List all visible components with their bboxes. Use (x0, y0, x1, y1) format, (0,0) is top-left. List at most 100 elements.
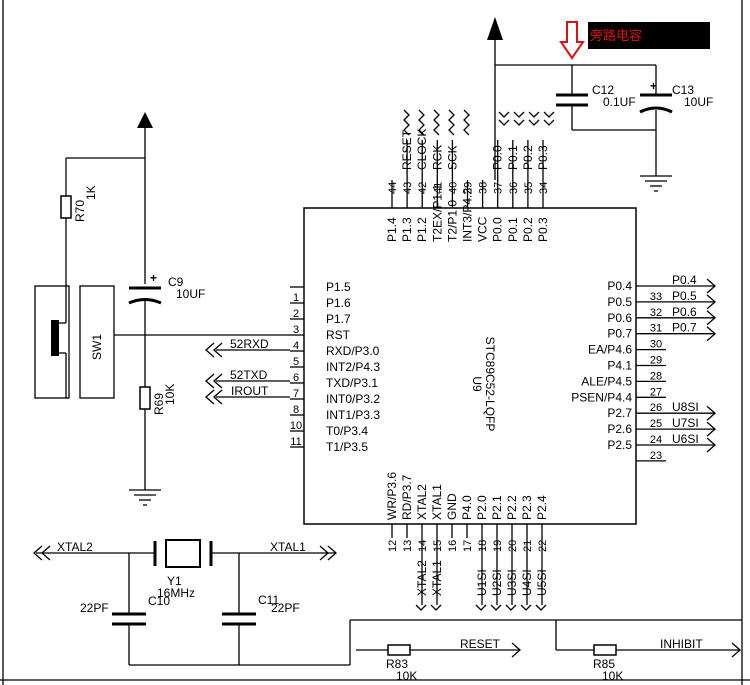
bus-entry-top-right (498, 111, 555, 126)
right-pin-net: P0.5 (672, 289, 697, 303)
svg-text:40: 40 (447, 182, 459, 194)
svg-text:CLOCK: CLOCK (415, 129, 429, 170)
y1-body (165, 539, 201, 568)
right-pin-name: P0.4 (607, 279, 632, 293)
top-pin-number: 43 (402, 182, 414, 194)
bottom-pin-name: XTAL1 (430, 484, 444, 520)
y1-ref: Y1 (167, 574, 182, 588)
bottom-pin-name: P2.3 (520, 495, 534, 520)
svg-text:12: 12 (387, 540, 399, 552)
c13-plate-2 (639, 106, 673, 114)
bottom-pin-net: XTAL2 (415, 560, 429, 596)
net-xtal1-label: XTAL1 (270, 540, 306, 554)
right-pin-name: P2.6 (607, 422, 632, 436)
bottom-pin-name: P2.2 (505, 495, 519, 520)
bottom-pin-name: P2.0 (475, 495, 489, 520)
top-pin-group: 44P1.443P1.3RESET42P1.2CLOCK41T2EX/P1.1R… (385, 129, 550, 242)
top-pin-name: T2EX/P1.1 (430, 184, 444, 242)
sw1-body-right (79, 285, 115, 399)
top-pin-number: 36 (508, 182, 520, 194)
left-pin-name: TXD/P3.1 (326, 376, 378, 390)
top-pin-number: 42 (417, 182, 429, 194)
right-pin-net: U6SI (672, 432, 699, 446)
svg-text:U1SI: U1SI (475, 569, 489, 596)
right-pin-net: U7SI (672, 416, 699, 430)
top-pin-name: INT3/P4.2 (461, 188, 475, 242)
top-pin-name: P0.1 (506, 217, 520, 242)
top-pin-net: P0.3 (536, 145, 550, 170)
bottom-pin-net: XTAL1 (430, 560, 444, 596)
svg-text:35: 35 (523, 182, 535, 194)
net-52txd: 52TXD (205, 368, 290, 389)
c9-ref: C9 (168, 275, 184, 289)
net-xtal2-label: XTAL2 (57, 540, 93, 554)
svg-text:P0.3: P0.3 (536, 145, 550, 170)
left-pin-name: T0/P3.4 (326, 424, 368, 438)
bottom-pin-name: XTAL2 (415, 484, 429, 520)
right-pin-name: P2.7 (607, 406, 632, 420)
svg-text:P1.2: P1.2 (415, 217, 429, 242)
bottom-pin-number: 14 (417, 540, 429, 552)
bottom-pin-name: RD/P3.7 (400, 474, 414, 520)
top-pin-name: P0.2 (521, 217, 535, 242)
gnd-symbol-reset (129, 489, 161, 506)
right-pin-number: 23 (650, 450, 662, 462)
svg-text:16: 16 (447, 540, 459, 552)
svg-text:P2.4: P2.4 (535, 495, 549, 520)
left-pin-name: T1/P3.5 (326, 440, 368, 454)
net-irout: IROUT (205, 384, 290, 405)
bottom-pin-number: 19 (492, 540, 504, 552)
svg-text:P4.0: P4.0 (460, 495, 474, 520)
c13-ref: C13 (672, 83, 694, 97)
right-pin-name: P0.6 (607, 311, 632, 325)
bottom-pin-net: U2SI (490, 569, 504, 596)
svg-text:P0.3: P0.3 (536, 217, 550, 242)
top-pin-number: 38 (478, 182, 490, 194)
svg-text:22: 22 (537, 540, 549, 552)
bottom-pin-net: U4SI (520, 569, 534, 596)
svg-text:15: 15 (432, 540, 444, 552)
c9-plate-2 (128, 298, 162, 305)
left-pin-name: P1.5 (326, 280, 351, 294)
c13-value: 10UF (684, 95, 713, 109)
gnd-symbol-c13 (640, 175, 672, 192)
svg-text:T2EX/P1.1: T2EX/P1.1 (430, 184, 444, 242)
svg-text:P0.0: P0.0 (491, 145, 505, 170)
svg-text:17: 17 (462, 540, 474, 552)
annotation-box (588, 22, 710, 49)
right-net-arrow (706, 437, 716, 453)
net-xtal1-arrow (319, 545, 337, 561)
svg-text:10K: 10K (163, 384, 177, 405)
c9-value: 10UF (176, 287, 205, 301)
svg-text:38: 38 (478, 182, 490, 194)
net-inhibit-label: INHIBIT (660, 637, 703, 651)
svg-text:P2.1: P2.1 (490, 495, 504, 520)
net-reset-label: RESET (460, 637, 501, 651)
svg-text:36: 36 (508, 182, 520, 194)
right-pin-name: P0.5 (607, 295, 632, 309)
top-pin-number: 37 (493, 182, 505, 194)
sw1-actuator (51, 320, 59, 356)
right-net-arrow (706, 421, 716, 437)
bottom-pin-name: P4.0 (460, 495, 474, 520)
svg-text:VCC: VCC (476, 216, 490, 242)
left-pin-number: 4 (293, 340, 299, 352)
c11-ref: C11 (258, 593, 279, 607)
left-pin-number: 7 (293, 388, 299, 400)
bottom-pin-group: 12WR/P3.613RD/P3.714XTAL2XTAL215XTAL1XTA… (385, 472, 549, 605)
top-pin-net: P0.2 (521, 145, 535, 170)
svg-text:U2SI: U2SI (490, 569, 504, 596)
right-pin-number: 29 (650, 355, 662, 367)
right-pin-number: 24 (650, 434, 662, 446)
svg-text:P1.4: P1.4 (385, 217, 399, 242)
svg-text:XTAL1: XTAL1 (430, 484, 444, 520)
top-pin-name: P1.2 (415, 217, 429, 242)
mcu-part-label-group: STC89C52-LQFP U9 (470, 337, 497, 432)
y1-value: 16MHz (157, 586, 195, 600)
svg-text:20: 20 (507, 540, 519, 552)
annotation-text: 旁路电容 (590, 28, 642, 43)
right-pin-net: P0.6 (672, 305, 697, 319)
svg-text:XTAL2: XTAL2 (415, 484, 429, 520)
top-pin-net: CLOCK (415, 129, 429, 170)
